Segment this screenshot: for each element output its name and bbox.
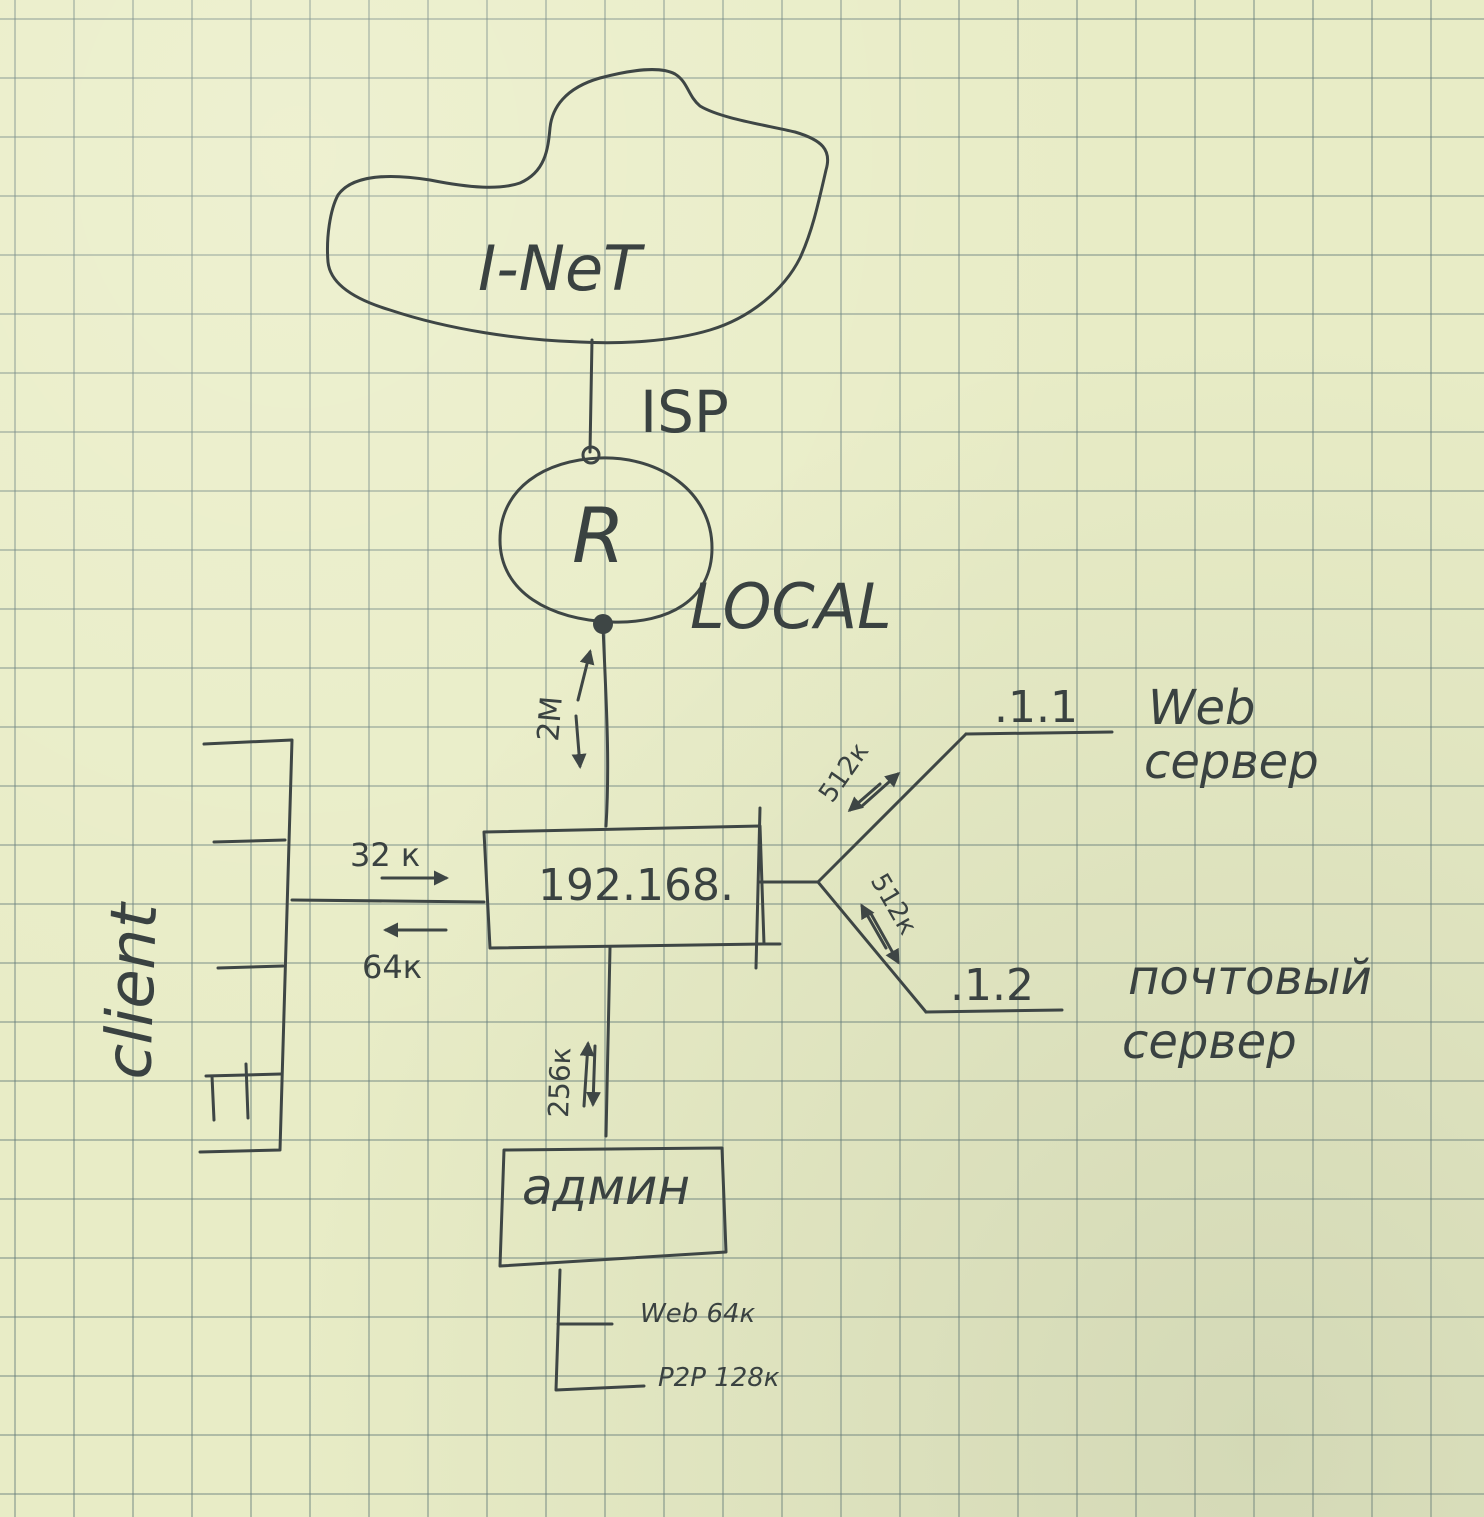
mail-link-arrow-down [868, 910, 900, 965]
web-link-arrow-up [860, 772, 901, 808]
client-rack-shelf-1 [212, 838, 287, 844]
router-hub-link [601, 624, 610, 828]
client-rack-stub-1 [210, 1074, 216, 1122]
router-link-arrow-up [576, 649, 595, 702]
hub-label: 192.168. [538, 860, 734, 911]
client-hub-link [290, 898, 486, 904]
admin-link-arrow-down [585, 1044, 601, 1107]
cloud-label: I-NeT [478, 232, 645, 305]
web-server-title: Web [1148, 680, 1255, 736]
isp-link [588, 338, 594, 454]
admin-link-arrow-up [579, 1041, 595, 1108]
admin-link-speed: 256к [542, 1047, 577, 1118]
web-server-ip: .1.1 [994, 682, 1078, 733]
internet-cloud [326, 68, 829, 345]
mail-link-speed: 512к [864, 869, 923, 941]
hub-admin-link [604, 946, 612, 1138]
mail-server-ip: .1.2 [950, 960, 1034, 1011]
web-link-arrow-down [847, 782, 882, 812]
router-link-speed: 2M [531, 695, 570, 743]
admin-web-rule: Web 64к [640, 1299, 756, 1329]
router-link-arrow-down [571, 714, 587, 769]
client-out-speed: 64к [362, 948, 422, 986]
client-in-speed: 32 к [350, 836, 420, 874]
admin-box [498, 1146, 728, 1268]
web-server-base [964, 730, 1114, 736]
hub-side-bar [754, 806, 762, 970]
router-port-top [581, 445, 601, 465]
client-rack-stub-2 [244, 1062, 250, 1120]
web-server-link [816, 732, 968, 884]
mail-server-subtitle: сервер [1122, 1014, 1297, 1070]
mail-server-base [924, 1008, 1064, 1014]
client-label: client [92, 899, 172, 1080]
local-label: LOCAL [690, 570, 892, 643]
admin-branch-line [554, 1268, 646, 1392]
client-rack-shelf-2 [216, 964, 285, 970]
mail-link-arrow-up [860, 903, 888, 950]
admin-p2p-rule: P2P 128к [658, 1363, 780, 1393]
client-rack [198, 738, 294, 1154]
mail-server-link [816, 880, 928, 1014]
router-label: R [572, 491, 625, 580]
admin-label: админ [522, 1158, 690, 1216]
mail-server-title: почтовый [1128, 950, 1372, 1006]
client-rack-shelf-3 [204, 1072, 283, 1078]
router-port-bottom [593, 614, 613, 634]
web-server-subtitle: сервер [1144, 734, 1319, 790]
isp-label: ISP [640, 378, 729, 446]
